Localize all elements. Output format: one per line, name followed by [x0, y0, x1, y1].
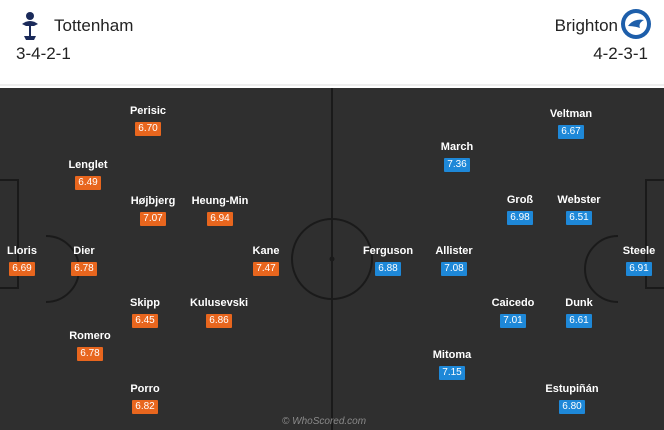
- home-player[interactable]: Kane 7.47: [221, 245, 311, 276]
- player-rating: 7.15: [439, 366, 465, 380]
- player-name: Estupiñán: [545, 383, 599, 395]
- away-player[interactable]: March 7.36: [412, 141, 502, 172]
- home-player[interactable]: Perisic 6.70: [103, 105, 193, 136]
- player-name: Webster: [557, 194, 601, 206]
- player-name: Steele: [622, 245, 656, 257]
- player-name: Skipp: [130, 297, 160, 309]
- home-team-name[interactable]: Tottenham: [54, 16, 134, 35]
- player-rating: 6.70: [135, 122, 161, 136]
- player-rating: 6.88: [375, 262, 401, 276]
- home-player[interactable]: Dier 6.78: [39, 245, 129, 276]
- home-player[interactable]: Kulusevski 6.86: [174, 297, 264, 328]
- player-rating: 6.49: [75, 176, 101, 190]
- player-name: Højbjerg: [130, 195, 176, 207]
- away-player[interactable]: Mitoma 7.15: [407, 349, 497, 380]
- player-rating: 6.67: [558, 125, 584, 139]
- player-rating: 7.47: [253, 262, 279, 276]
- player-rating: 7.08: [441, 262, 467, 276]
- player-rating: 6.80: [559, 400, 585, 414]
- away-player[interactable]: Steele 6.91: [594, 245, 664, 276]
- player-rating: 7.01: [500, 314, 526, 328]
- player-name: Lloris: [7, 245, 37, 257]
- away-player[interactable]: Estupiñán 6.80: [527, 383, 617, 414]
- match-header: Tottenham 3-4-2-1 Brighton 4-2-3-1: [0, 0, 664, 84]
- away-player[interactable]: Veltman 6.67: [526, 108, 616, 139]
- player-rating: 6.94: [207, 212, 233, 226]
- player-name: Romero: [69, 330, 111, 342]
- home-player[interactable]: Højbjerg 7.07: [108, 195, 198, 226]
- player-name: Kane: [252, 245, 280, 257]
- away-player[interactable]: Webster 6.51: [534, 194, 624, 225]
- home-player[interactable]: Heung-Min 6.94: [175, 195, 265, 226]
- player-name: Caicedo: [491, 297, 535, 309]
- header-divider: [0, 84, 664, 86]
- player-name: Porro: [130, 383, 160, 395]
- player-name: Kulusevski: [189, 297, 249, 309]
- player-name: Mitoma: [432, 349, 472, 361]
- player-name: Perisic: [129, 105, 167, 117]
- home-player[interactable]: Porro 6.82: [100, 383, 190, 414]
- tottenham-crest-icon: [22, 12, 38, 40]
- home-player[interactable]: Skipp 6.45: [100, 297, 190, 328]
- watermark: © WhoScored.com: [282, 416, 367, 427]
- player-rating: 6.91: [626, 262, 652, 276]
- home-player[interactable]: Lloris 6.69: [0, 245, 67, 276]
- player-rating: 6.78: [71, 262, 97, 276]
- player-name: Allister: [435, 245, 473, 257]
- player-rating: 6.82: [132, 400, 158, 414]
- home-player[interactable]: Lenglet 6.49: [43, 159, 133, 190]
- away-player[interactable]: Groß 6.98: [475, 194, 565, 225]
- player-name: Ferguson: [362, 245, 414, 257]
- player-name: Groß: [506, 194, 534, 206]
- player-rating: 7.36: [444, 158, 470, 172]
- home-formation: 3-4-2-1: [16, 44, 71, 63]
- away-formation: 4-2-3-1: [593, 44, 648, 63]
- away-player[interactable]: Dunk 6.61: [534, 297, 624, 328]
- away-player[interactable]: Caicedo 7.01: [468, 297, 558, 328]
- away-player[interactable]: Allister 7.08: [409, 245, 499, 276]
- player-rating: 6.61: [566, 314, 592, 328]
- pitch-markings: [0, 88, 664, 430]
- player-rating: 7.07: [140, 212, 166, 226]
- player-name: Dunk: [565, 297, 593, 309]
- player-rating: 6.45: [132, 314, 158, 328]
- player-name: March: [440, 141, 474, 153]
- brighton-crest-icon: [621, 9, 651, 39]
- player-rating: 6.51: [566, 211, 592, 225]
- player-rating: 6.69: [9, 262, 35, 276]
- player-name: Dier: [73, 245, 95, 257]
- player-rating: 6.78: [77, 347, 103, 361]
- player-rating: 6.98: [507, 211, 533, 225]
- player-rating: 6.86: [206, 314, 232, 328]
- away-player[interactable]: Ferguson 6.88: [343, 245, 433, 276]
- away-team-name[interactable]: Brighton: [554, 16, 618, 35]
- home-player[interactable]: Romero 6.78: [45, 330, 135, 361]
- player-name: Veltman: [549, 108, 593, 120]
- player-name: Heung-Min: [191, 195, 249, 207]
- player-name: Lenglet: [68, 159, 108, 171]
